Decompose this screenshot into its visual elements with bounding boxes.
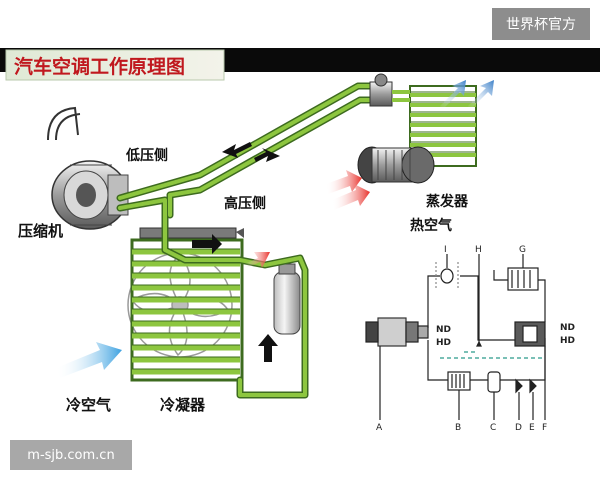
label-high-pressure: 高压侧 — [224, 195, 266, 212]
compressor — [52, 161, 128, 229]
receiver-drier — [274, 264, 300, 334]
sch-letter-f: F — [542, 423, 547, 433]
schematic — [366, 254, 545, 420]
sch-right-hd: HD — [560, 336, 575, 346]
sch-letter-a: A — [376, 423, 383, 433]
watermark-top: 世界杯官方 — [492, 8, 590, 40]
sch-letter-i: I — [444, 245, 447, 255]
label-low-pressure: 低压侧 — [125, 147, 168, 164]
label-hot-air: 热空气 — [410, 217, 452, 234]
sch-letter-d: D — [515, 423, 522, 433]
sch-left-nd: ND — [436, 325, 451, 335]
hot-air-arrows — [244, 170, 370, 268]
expansion-valve — [370, 74, 392, 106]
schematic-compressor — [366, 318, 428, 346]
label-cold-air: 冷空气 — [66, 396, 111, 414]
label-compressor: 压缩机 — [18, 222, 63, 240]
sch-left-hd: HD — [436, 338, 451, 348]
sch-letter-b: B — [455, 423, 461, 433]
sch-letter-c: C — [490, 423, 496, 433]
label-condenser: 冷凝器 — [160, 396, 206, 414]
sch-letter-e: E — [529, 423, 535, 433]
label-evaporator: 蒸发器 — [426, 193, 469, 210]
watermark-bottom: m-sjb.com.cn — [10, 440, 132, 470]
compressor-belt — [48, 108, 80, 140]
sch-letter-g: G — [519, 245, 526, 255]
condenser-fan — [128, 253, 232, 357]
blower-motor — [358, 147, 434, 183]
diagram-title: 汽车空调工作原理图 — [14, 55, 185, 78]
sch-letter-h: H — [475, 245, 482, 255]
title-bar: 汽车空调工作原理图 — [0, 48, 600, 80]
sch-right-nd: ND — [560, 323, 575, 333]
